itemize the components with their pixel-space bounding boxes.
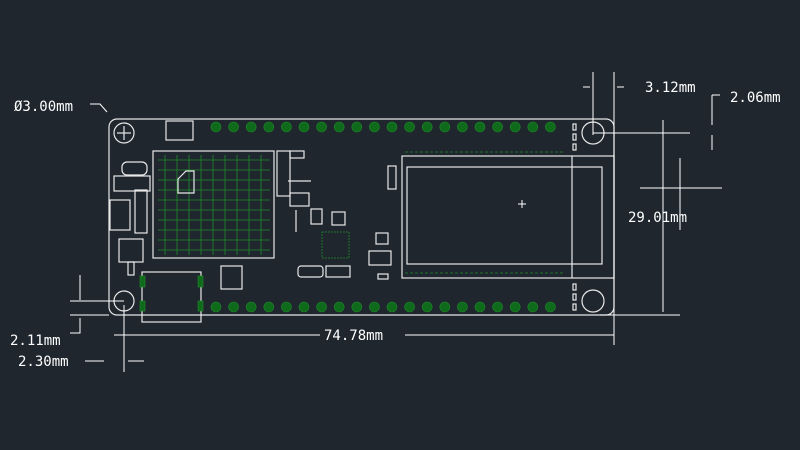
usb-connector [139,271,204,323]
dim-hole-diameter: Ø3.00mm [14,99,73,115]
pin-pad [421,301,433,313]
dimension-lines [70,72,722,372]
pin-pad [457,121,468,133]
pin-pad [439,121,451,133]
pin-pad [457,301,468,313]
small-pads-right [572,123,577,311]
smd-components-left [109,150,397,290]
pin-pad [421,121,433,133]
pin-pad [298,301,310,313]
pin-pad [545,121,556,133]
pin-pad [474,121,486,133]
pin-pad [316,121,327,133]
pin-pad [545,301,556,313]
dim-hole-offset-x-right: 3.12mm [645,80,696,96]
pin-pad [210,301,222,313]
button-component [165,120,194,141]
pin-header-bottom [210,301,556,313]
pin-pad [439,301,451,313]
dim-hole-offset-x-left: 2.30mm [18,354,69,370]
pin-pad [404,121,415,133]
mounting-hole-top-left [113,122,135,144]
pin-pad [386,121,398,133]
pin-pad [351,301,363,313]
esp-module [152,150,275,259]
pin-pad [263,121,275,133]
pin-pad [369,121,380,133]
pin-header-top [210,121,556,133]
pin-pad [351,121,363,133]
pin-pad [228,301,239,313]
pin-pad [474,301,486,313]
pin-pad [210,121,222,133]
pin-pad [527,301,539,313]
pin-pad [316,301,327,313]
pin-pad [228,121,239,133]
dim-hole-spacing-y: 29.01mm [628,210,687,226]
pin-pad [245,301,257,313]
dim-hole-spacing-x: 74.78mm [324,328,383,344]
pin-pad [509,301,521,313]
pin-pad [492,301,503,313]
pin-pad [369,301,380,313]
pin-pad [386,301,398,313]
dim-hole-offset-y-bottom: 2.11mm [10,333,61,349]
pin-pad [298,121,310,133]
pin-pad [281,301,292,313]
oled-display [401,151,615,279]
pin-pad [281,121,292,133]
pin-pad [263,301,275,313]
dim-hole-offset-y-top: 2.06mm [730,90,781,106]
mounting-hole-bottom-right [581,289,605,313]
qfn-chip [321,231,350,259]
pin-pad [333,301,345,313]
board-outline [108,118,615,316]
pin-pad [333,121,345,133]
pin-pad [527,121,539,133]
pin-pad [245,121,257,133]
pin-pad [509,121,521,133]
pin-pad [404,301,415,313]
pin-pad [492,121,503,133]
